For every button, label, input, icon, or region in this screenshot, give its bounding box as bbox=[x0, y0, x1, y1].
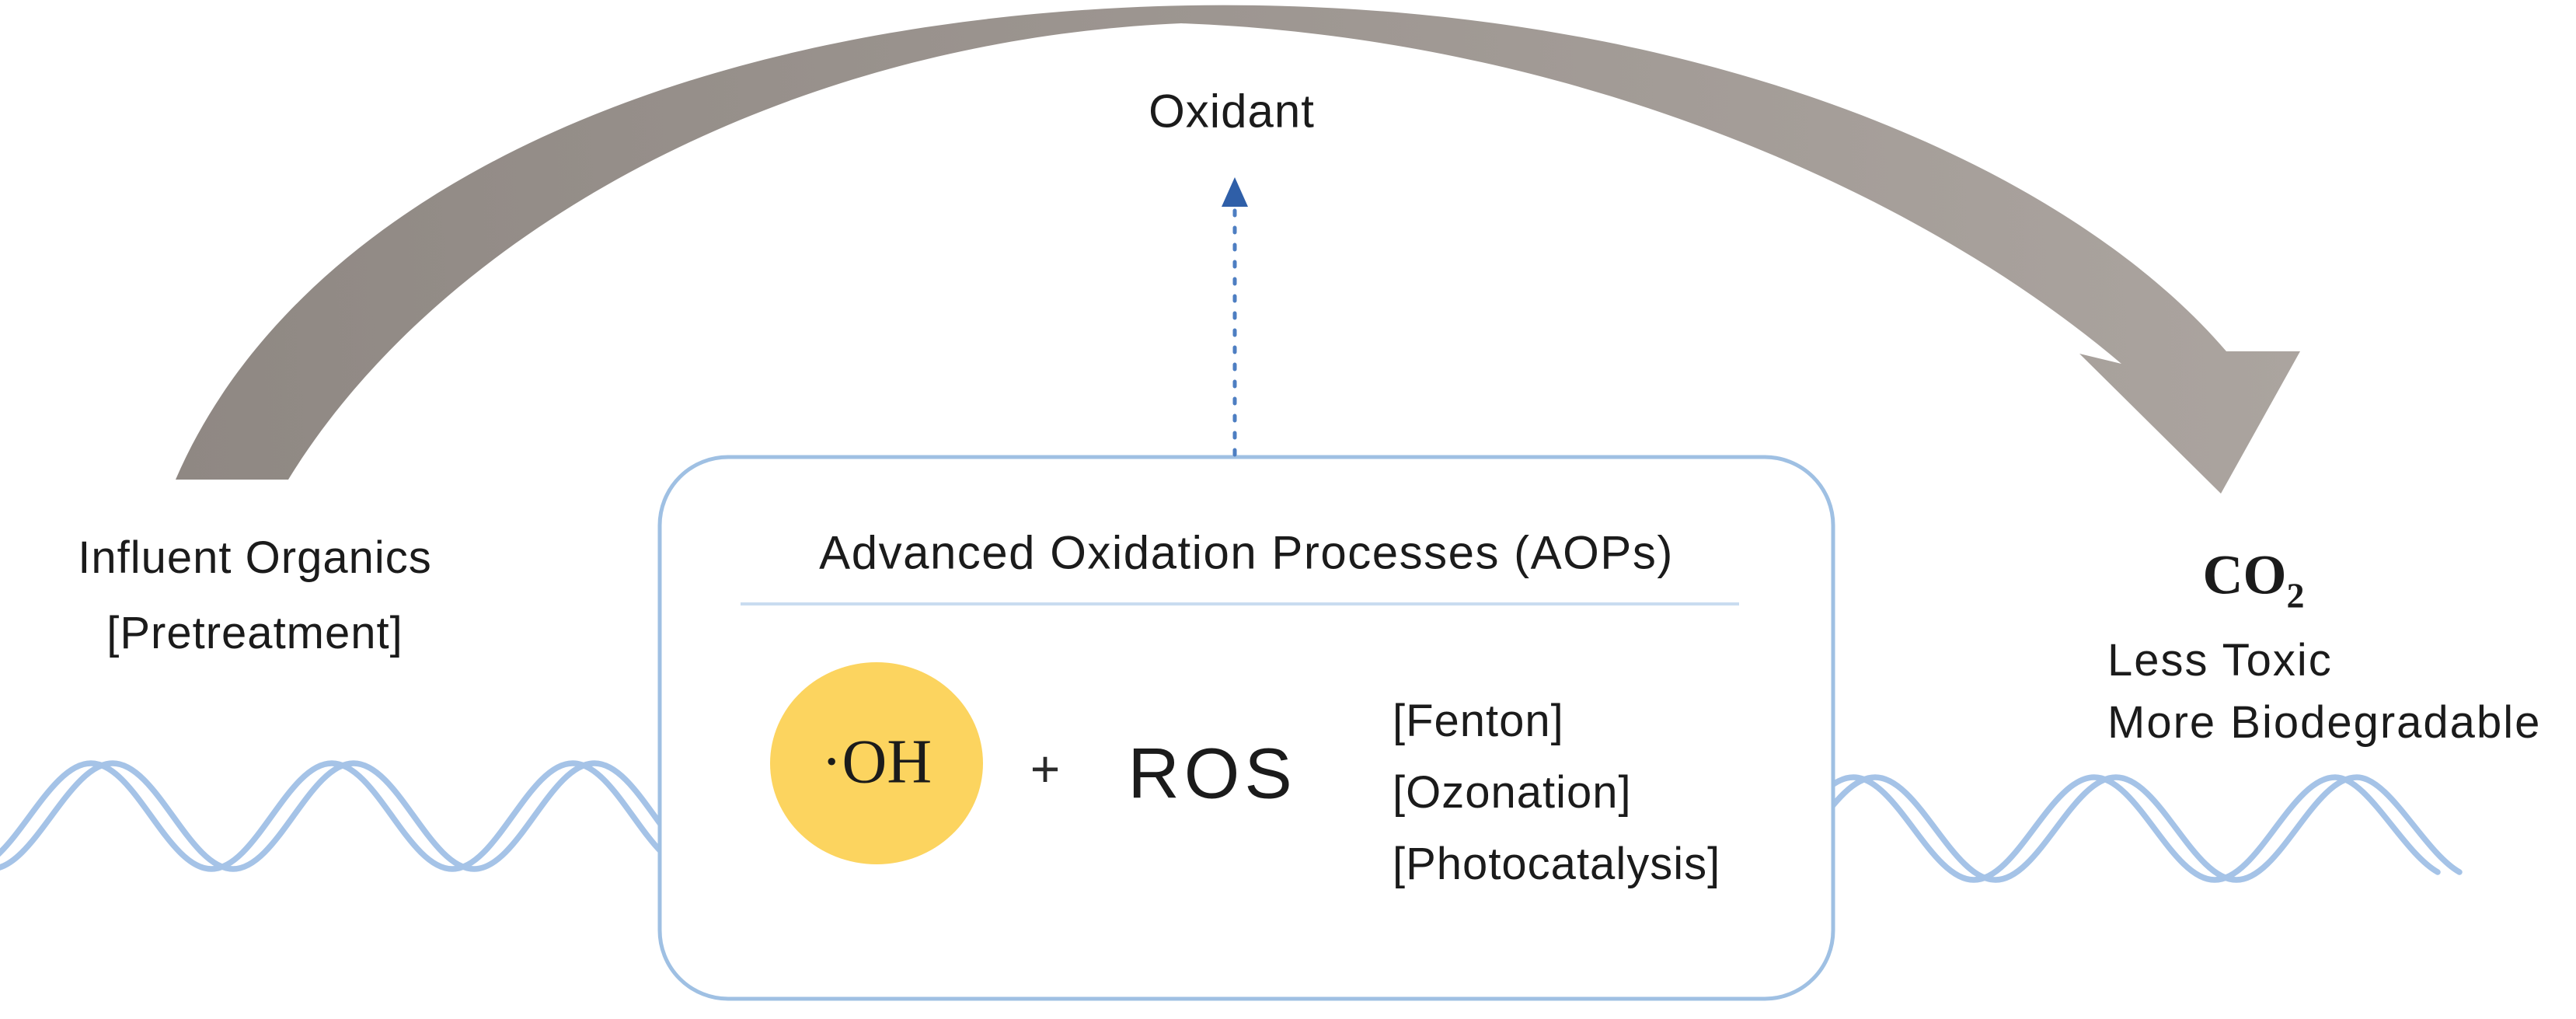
dotted-arrow-head-icon bbox=[1222, 177, 1248, 207]
aop-box-outline bbox=[657, 455, 1835, 1001]
co2-label-subscript: 2 bbox=[2286, 575, 2305, 616]
wave-left-icon bbox=[0, 760, 718, 872]
ros-label: ROS bbox=[1128, 734, 1297, 814]
outcome-label-line1: Less Toxic bbox=[2107, 635, 2333, 686]
wave-left-strand-2-icon bbox=[0, 760, 718, 872]
aop-box-title: Advanced Oxidation Processes (AOPs) bbox=[819, 526, 1674, 579]
influent-label-line2: [Pretreatment] bbox=[106, 608, 403, 658]
wave-left-strand-1-icon bbox=[0, 760, 696, 872]
hydroxyl-radical-label: ·OH bbox=[821, 728, 932, 797]
hydroxyl-radical-circle bbox=[770, 662, 983, 864]
wave-right-strand-2-icon bbox=[1752, 774, 2463, 883]
process-item-ozonation: [Ozonation] bbox=[1393, 767, 1632, 818]
outcome-label: Less Toxic More Biodegradable bbox=[2107, 630, 2541, 754]
process-list: [Fenton] [Ozonation] [Photocatalysis] bbox=[1393, 686, 1720, 900]
plus-sign: + bbox=[1030, 740, 1061, 797]
oxidant-label: Oxidant bbox=[1149, 85, 1315, 138]
influent-label: Influent Organics [Pretreatment] bbox=[78, 520, 431, 671]
process-item-fenton: [Fenton] bbox=[1393, 696, 1564, 746]
co2-label-main: CO bbox=[2202, 543, 2287, 606]
wave-right-icon bbox=[1730, 774, 2463, 883]
curved-arrow-icon bbox=[176, 5, 2300, 494]
process-item-photocatalysis: [Photocatalysis] bbox=[1393, 839, 1721, 889]
wave-right-strand-1-icon bbox=[1730, 774, 2441, 883]
influent-label-line1: Influent Organics bbox=[78, 532, 432, 583]
co2-label: CO2 bbox=[2202, 543, 2305, 614]
outcome-label-line2: More Biodegradable bbox=[2107, 697, 2542, 748]
dotted-arrow-icon bbox=[1222, 177, 1248, 457]
